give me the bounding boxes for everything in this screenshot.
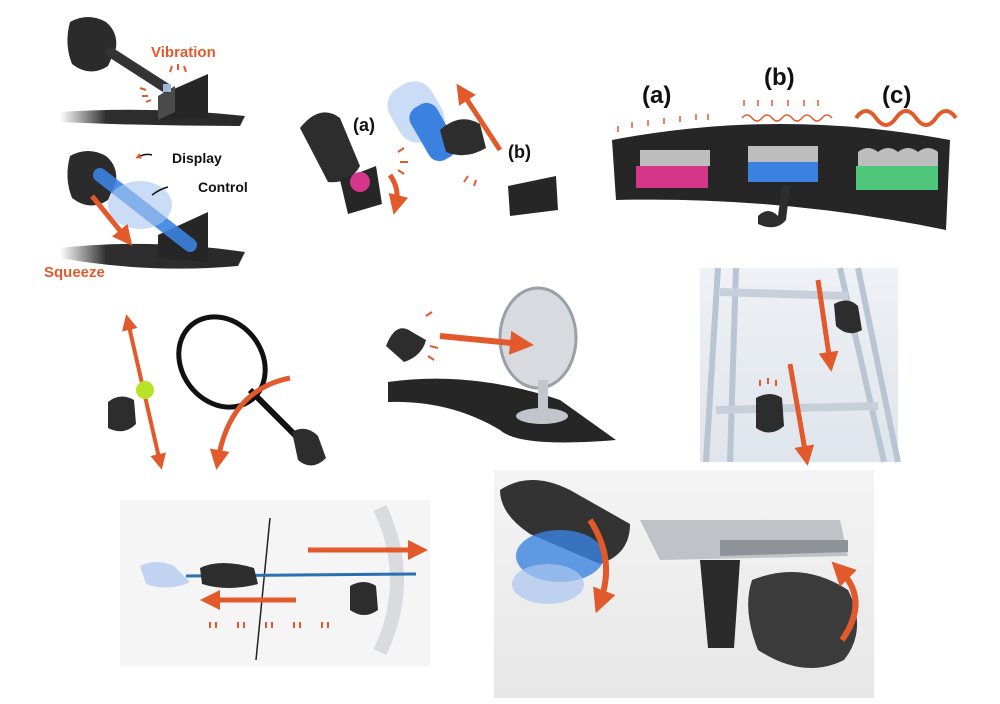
fan-shape	[498, 286, 578, 390]
vibration-marks	[139, 64, 187, 103]
floor-shadow	[60, 109, 245, 126]
lever-b-label: (b)	[508, 142, 531, 162]
texture-b-label: (b)	[764, 64, 795, 91]
texture-b-shape	[748, 146, 818, 182]
squeeze-label: Squeeze	[44, 264, 105, 281]
vibration-label: Vibration	[151, 44, 216, 61]
wind-arrow	[439, 330, 534, 355]
tennis-ball	[136, 381, 154, 399]
bow-shape	[373, 505, 404, 655]
panel-tennis	[108, 314, 326, 470]
hand-glove-shape	[67, 17, 117, 72]
panel-knob-lever	[300, 81, 558, 216]
control-label: Control	[198, 179, 248, 195]
recoil-arrow	[587, 518, 616, 614]
pink-knob	[350, 172, 370, 192]
texture-wave-marks	[617, 100, 958, 132]
ladder-rail-left	[703, 267, 739, 463]
squeeze-arrow	[90, 194, 133, 246]
panel-gun	[494, 470, 874, 698]
knob-a-label: (a)	[353, 115, 375, 135]
panel-squeeze	[60, 151, 245, 269]
texture-a-shape	[636, 150, 710, 188]
display-label: Display	[172, 150, 222, 166]
panel-textures	[612, 100, 958, 230]
texture-a-label: (a)	[642, 82, 672, 109]
panel-fan	[386, 286, 616, 443]
panel-bow	[120, 500, 430, 666]
panel-vibration	[60, 17, 245, 126]
racket-shape	[176, 314, 268, 410]
texture-c-shape	[856, 148, 938, 190]
panel-ladder	[700, 267, 901, 466]
finger-hand-shape	[758, 186, 790, 228]
texture-c-label: (c)	[882, 82, 912, 109]
bow-vibration-marks	[209, 622, 329, 628]
